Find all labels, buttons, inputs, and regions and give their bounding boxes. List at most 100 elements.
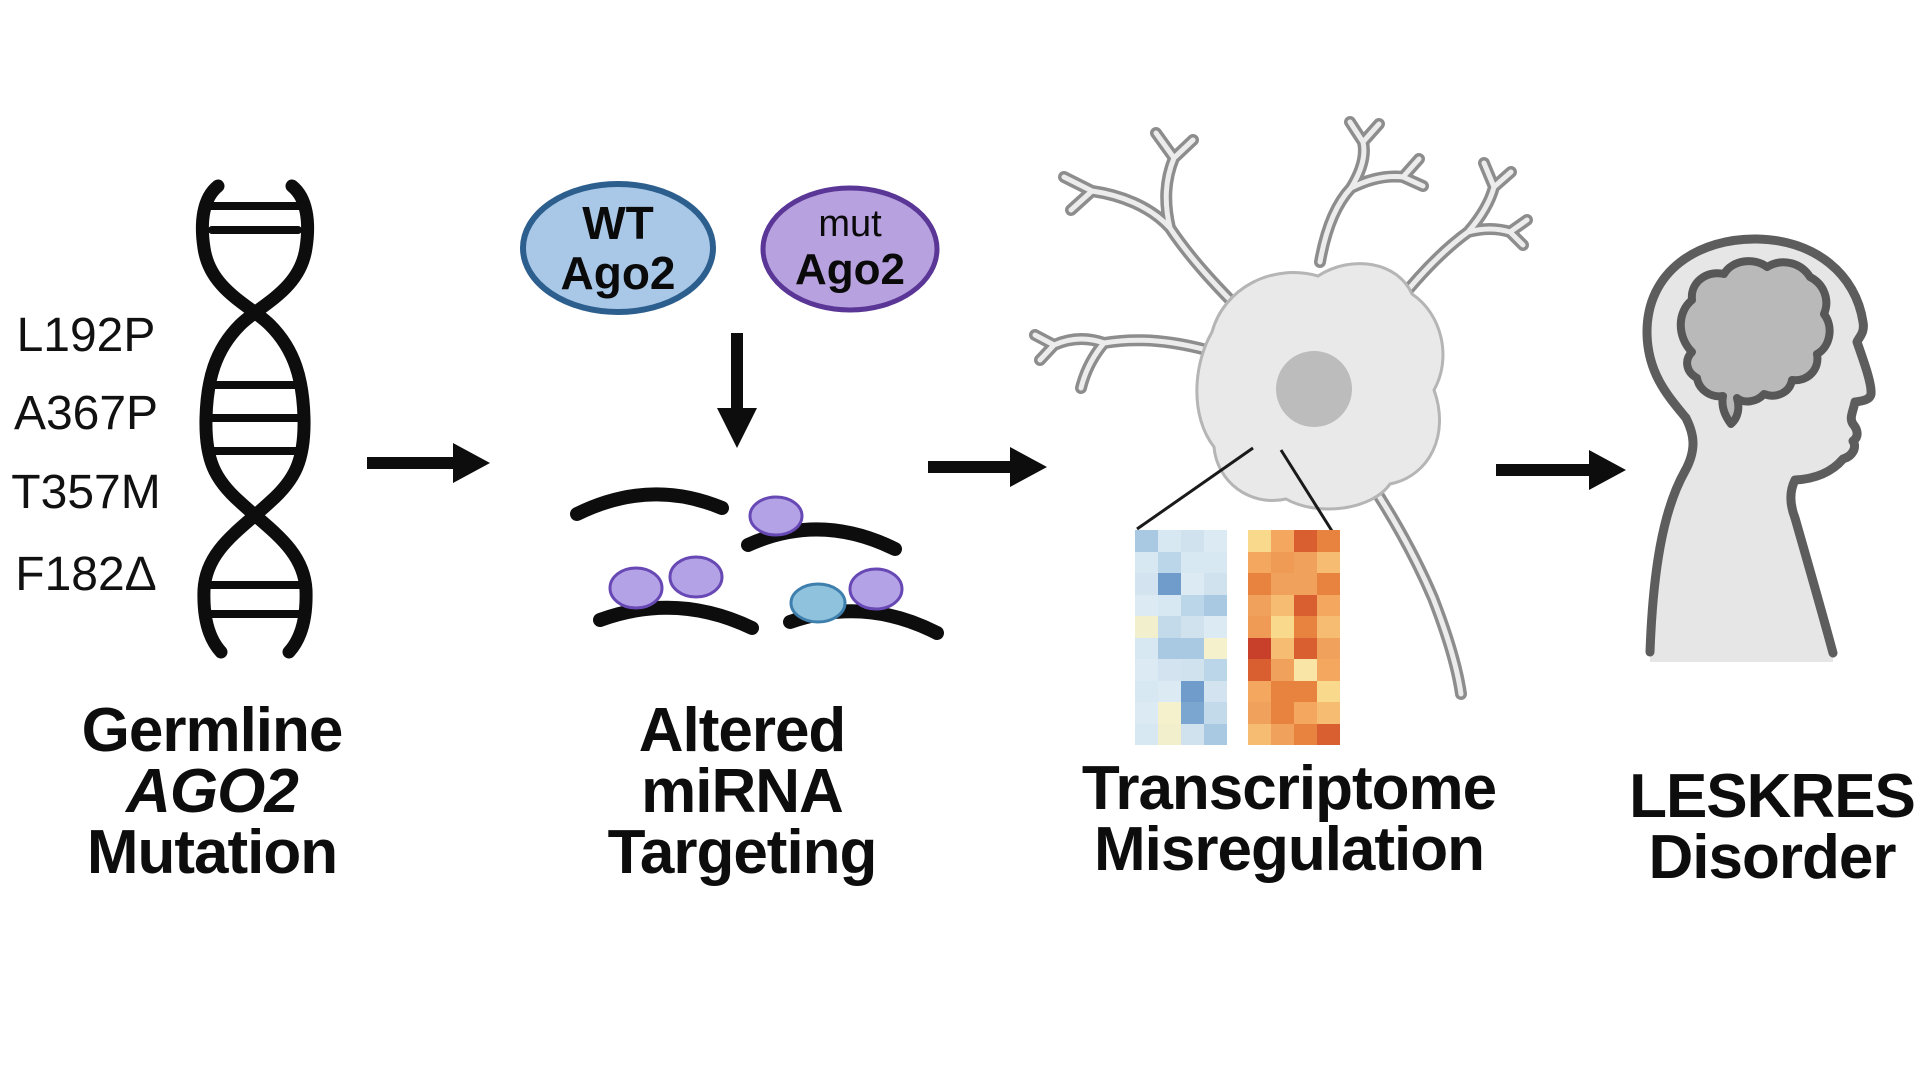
heatmap-cell (1181, 530, 1204, 552)
wt-ago2-ellipse (520, 181, 716, 315)
heatmap-cell (1271, 573, 1294, 595)
heatmap-cell (1181, 637, 1204, 659)
heatmap-cell (1204, 637, 1227, 659)
heatmap-cell (1294, 616, 1317, 638)
heatmap-cell (1317, 530, 1340, 552)
caption-line: LESKRES (1629, 762, 1916, 831)
ago2-blob-purple (668, 555, 724, 599)
heatmap-half (1135, 530, 1227, 745)
heatmap-cell (1248, 659, 1271, 681)
caption-altered-mirna: Altered miRNA Targeting (542, 696, 942, 887)
heatmap-cell (1158, 551, 1181, 573)
heatmap-cell (1181, 594, 1204, 616)
callout-line (1136, 446, 1254, 531)
dna-helix-icon (195, 179, 315, 659)
heatmap-cell (1158, 573, 1181, 595)
mirna-strand (741, 522, 902, 556)
caption-line: Disorder (1648, 823, 1897, 892)
heatmap-cell (1248, 594, 1271, 616)
heatmap-cell (1204, 616, 1227, 638)
wt-ago2-label: WT Ago2 (523, 198, 713, 298)
ago2-blob-purple (748, 495, 804, 537)
caption-leskres: LESKRES Disorder (1572, 762, 1920, 892)
heatmap-cell (1204, 573, 1227, 595)
callout-lines (1136, 446, 1334, 532)
heatmap-cell (1271, 680, 1294, 702)
mutation-label: F182Δ (15, 548, 157, 601)
heatmap-cell (1181, 551, 1204, 573)
neuron-icon (1029, 116, 1533, 700)
heatmap-cell (1271, 702, 1294, 724)
caption-transcriptome: Transcriptome Misregulation (1039, 754, 1539, 881)
neuron-dendrites (1029, 116, 1533, 394)
heatmap-cell (1158, 637, 1181, 659)
heatmap-cell (1158, 680, 1181, 702)
heatmap-cell (1317, 573, 1340, 595)
heatmap-cell (1294, 551, 1317, 573)
heatmap-cell (1317, 616, 1340, 638)
heatmap-cell (1317, 702, 1340, 724)
heatmap-cell (1248, 680, 1271, 702)
heatmap-cell (1204, 723, 1227, 745)
caption-line: Targeting (607, 818, 878, 887)
heatmap-cell (1317, 551, 1340, 573)
brain-icon (1676, 257, 1834, 428)
mirna-strand (570, 487, 729, 521)
caption-line: Mutation (86, 818, 338, 887)
ago2-blob-purple (848, 567, 904, 611)
heatmap-cell (1135, 659, 1158, 681)
heatmap-cell (1158, 594, 1181, 616)
heatmap (1135, 530, 1340, 745)
mutation-label: A367P (13, 387, 159, 440)
mutation-label: L192P (16, 309, 156, 362)
heatmap-cell (1158, 530, 1181, 552)
heatmap-cell (1181, 659, 1204, 681)
heatmap-cell (1181, 702, 1204, 724)
caption-line-gene-italic: AGO2 (126, 757, 299, 826)
heatmap-cell (1294, 659, 1317, 681)
heatmap-cell (1204, 680, 1227, 702)
heatmap-cell (1135, 680, 1158, 702)
heatmap-cell (1271, 659, 1294, 681)
neuron-axon (1360, 470, 1467, 700)
heatmap-cell (1248, 551, 1271, 573)
heatmap-cell (1271, 616, 1294, 638)
caption-line: Transcriptome (1081, 754, 1497, 823)
arrow-right-icon (1496, 450, 1626, 490)
heatmap-cell (1181, 573, 1204, 595)
heatmap-cell (1294, 530, 1317, 552)
heatmap-cell (1294, 680, 1317, 702)
heatmap-half (1248, 530, 1340, 745)
mutation-label: T357M (11, 466, 161, 519)
heatmap-cell (1248, 573, 1271, 595)
heatmap-cell (1204, 702, 1227, 724)
heatmap-cell (1248, 702, 1271, 724)
heatmap-cell (1135, 723, 1158, 745)
heatmap-cell (1204, 594, 1227, 616)
heatmap-cell (1271, 723, 1294, 745)
mut-label-line1: mut (818, 203, 882, 245)
heatmap-cell (1135, 637, 1158, 659)
mut-ago2-ellipse (760, 185, 940, 313)
heatmap-cell (1204, 659, 1227, 681)
caption-line: Altered (638, 696, 847, 765)
heatmap-cell (1158, 723, 1181, 745)
caption-line: Germline (81, 696, 344, 765)
heatmap-cell (1135, 530, 1158, 552)
caption-line: miRNA (641, 757, 844, 826)
heatmap-cell (1181, 616, 1204, 638)
heatmap-cell (1248, 637, 1271, 659)
heatmap-cell (1271, 551, 1294, 573)
heatmap-cell (1317, 680, 1340, 702)
heatmap-cell (1294, 637, 1317, 659)
child-head-icon (1642, 234, 1876, 662)
heatmap-cell (1271, 594, 1294, 616)
heatmap-cell (1317, 594, 1340, 616)
heatmap-cell (1158, 659, 1181, 681)
heatmap-cell (1317, 723, 1340, 745)
arrow-right-icon (367, 443, 490, 483)
mirna-strand (593, 600, 759, 635)
heatmap-cell (1294, 594, 1317, 616)
heatmap-cell (1248, 723, 1271, 745)
